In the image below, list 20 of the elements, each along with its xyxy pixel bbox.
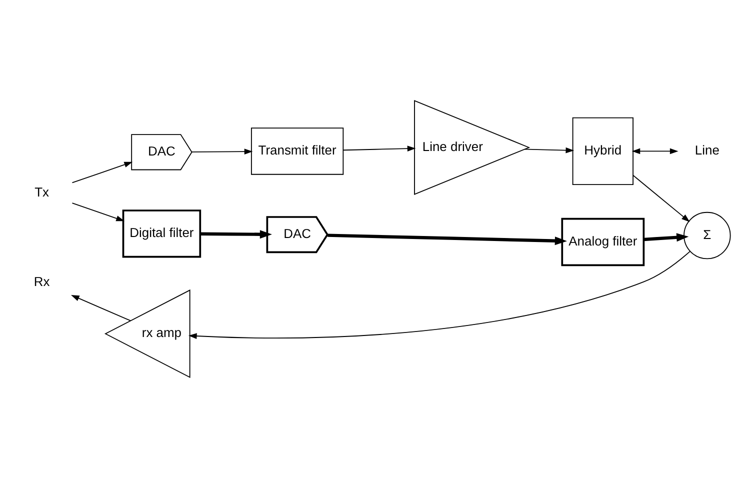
arrow bbox=[343, 145, 416, 151]
arrow bbox=[632, 148, 678, 154]
arrow bbox=[200, 230, 272, 238]
arrow bbox=[632, 174, 690, 222]
arrow bbox=[192, 148, 253, 154]
node-box: Analog filter bbox=[561, 217, 645, 266]
arrow bbox=[70, 294, 131, 321]
arrow bbox=[72, 202, 125, 221]
arrow bbox=[188, 250, 690, 338]
node-box: Digital filter bbox=[122, 209, 202, 258]
arrow bbox=[644, 232, 689, 242]
node-text: Line bbox=[694, 142, 720, 158]
node-text: Tx bbox=[34, 184, 50, 199]
node-circle: Σ bbox=[684, 211, 731, 259]
arrow bbox=[524, 146, 574, 153]
arrow bbox=[72, 161, 133, 183]
node-box: Hybrid bbox=[572, 116, 634, 185]
arrow bbox=[328, 233, 567, 245]
node-box: Transmit filter bbox=[250, 127, 344, 174]
node-text: Rx bbox=[34, 274, 50, 289]
